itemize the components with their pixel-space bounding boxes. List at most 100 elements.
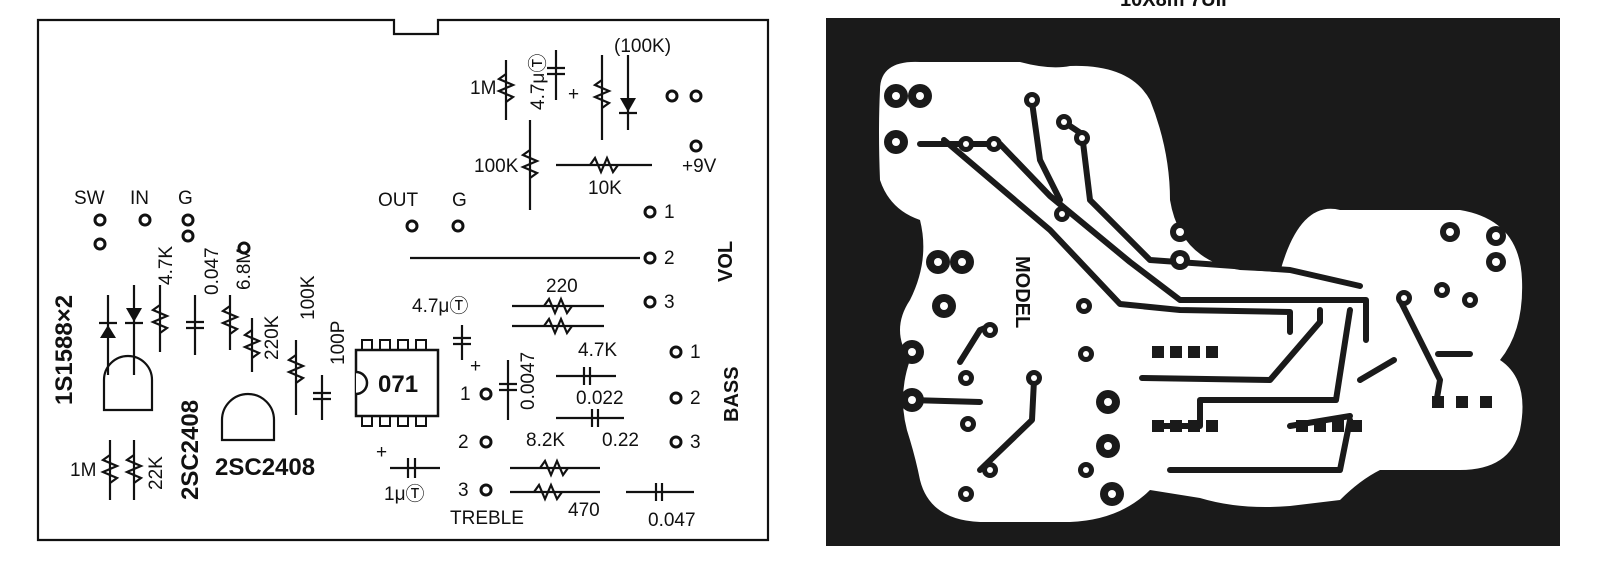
resistor-1m-b [100, 440, 120, 500]
pcb-ic-pads [1152, 346, 1492, 432]
label-4-7u-b: 4.7μⓉ [412, 295, 468, 317]
label-plus-c1: + [376, 442, 387, 463]
diode-100k [619, 55, 637, 130]
pcb-header: 10X8m 7UII [1120, 0, 1227, 11]
label-out: OUT [378, 190, 419, 211]
board-outline [36, 18, 770, 542]
label-1m-top: 1M [470, 78, 496, 99]
label-220: 220 [546, 276, 578, 297]
pad-bass1 [669, 345, 683, 359]
resistor-1m-top [496, 60, 516, 120]
label-bass: BASS [721, 366, 743, 422]
label-vol: VOL [715, 241, 737, 282]
cap-4-7u-b [453, 325, 471, 360]
resistor-4-7k-b [512, 316, 604, 336]
label-100k-top: (100K) [614, 36, 671, 57]
label-0-022: 0.022 [576, 388, 624, 409]
label-10k: 10K [588, 178, 622, 199]
label-q1: 2SC2408 [177, 400, 204, 500]
label-g: G [178, 188, 193, 209]
resistor-8-2k [510, 458, 600, 478]
diode-pair [99, 285, 143, 375]
label-0-0047: 0.0047 [518, 352, 539, 410]
pad-vol3 [643, 295, 657, 309]
pad-g-out [451, 219, 465, 233]
pad-out [405, 219, 419, 233]
label-bass3: 3 [690, 432, 701, 453]
label-diode: 1S1588×2 [51, 295, 78, 405]
cap-1u [390, 458, 440, 478]
label-g-out: G [452, 190, 467, 211]
label-22k: 22K [146, 456, 167, 490]
pad-treble1 [479, 387, 493, 401]
pad-bass3 [669, 435, 683, 449]
resistor-22k [124, 440, 144, 500]
transistor-q2 [220, 392, 276, 442]
label-4-7k-b: 4.7K [578, 340, 617, 361]
label-9v: +9V [682, 156, 717, 177]
pad-6-8m [237, 241, 251, 255]
cap-0-22 [556, 409, 624, 427]
label-in: IN [130, 188, 149, 209]
cap-0-0047 [499, 360, 517, 420]
pad-g [181, 213, 195, 227]
pcb-pads [884, 84, 1506, 506]
pcb-pattern-diagram: 10X8m 7UII [826, 0, 1560, 546]
label-4-7u-top: 4.7μⓉ [527, 54, 549, 110]
label-100k-b: 100K [298, 275, 319, 320]
resistor-6-8m [220, 295, 240, 350]
component-layout-diagram: SW IN G 1S1588×2 2SC2408 4.7K 0.047 6.8M [36, 18, 770, 542]
label-100p: 100P [328, 321, 349, 365]
label-bass2: 2 [690, 388, 701, 409]
cap-100p [313, 375, 331, 420]
transistor-q1 [102, 354, 154, 412]
pad-top1 [665, 89, 679, 103]
resistor-220 [512, 296, 604, 316]
resistor-220k [242, 318, 262, 372]
resistor-100k-b [286, 340, 306, 415]
label-1m-b: 1M [70, 460, 96, 481]
label-1u: 1μⓉ [384, 483, 425, 505]
label-100k-mid: 100K [474, 156, 519, 177]
label-0-047-b: 0.047 [648, 510, 696, 531]
label-treble3: 3 [458, 480, 469, 501]
label-8-2k: 8.2K [526, 430, 565, 451]
label-treble: TREBLE [450, 508, 524, 529]
cap-0-047-b [626, 483, 694, 501]
pad-bass2 [669, 391, 683, 405]
resistor-100k-mid [520, 120, 540, 210]
component-layout-view: SW IN G 1S1588×2 2SC2408 4.7K 0.047 6.8M [0, 0, 800, 577]
cap-0-022 [556, 367, 616, 385]
pcb-clear-area [879, 61, 1523, 522]
pad-g2 [181, 229, 195, 243]
resistor-100k-top [592, 55, 612, 140]
label-4-7k: 4.7K [156, 246, 177, 285]
label-0-22: 0.22 [602, 430, 639, 451]
label-bass1: 1 [690, 342, 701, 363]
pad-in [138, 213, 152, 227]
label-q2: 2SC2408 [215, 454, 315, 481]
pad-9v [689, 139, 703, 153]
label-vol3: 3 [664, 292, 675, 313]
label-220k: 220K [262, 315, 283, 360]
pad-treble3 [479, 483, 493, 497]
pad-sw2 [93, 237, 107, 251]
pad-vol2 [643, 251, 657, 265]
resistor-470 [510, 482, 600, 502]
resistor-4-7k [150, 285, 170, 352]
pad-vol1 [643, 205, 657, 219]
label-0-047: 0.047 [202, 247, 223, 295]
label-6-8m: 6.8M [234, 248, 255, 290]
pcb-model-text: MODEL [1011, 256, 1033, 328]
label-treble2: 2 [458, 432, 469, 453]
pad-sw [93, 213, 107, 227]
label-vol1: 1 [664, 202, 675, 223]
pad-treble2 [479, 435, 493, 449]
resistor-10k [556, 155, 652, 175]
cap-4-7u-top [547, 50, 565, 100]
label-sw: SW [74, 188, 105, 209]
label-ic: 071 [378, 371, 418, 398]
cap-0-047 [186, 295, 204, 355]
label-plus-b: + [470, 356, 481, 377]
label-470: 470 [568, 500, 600, 521]
